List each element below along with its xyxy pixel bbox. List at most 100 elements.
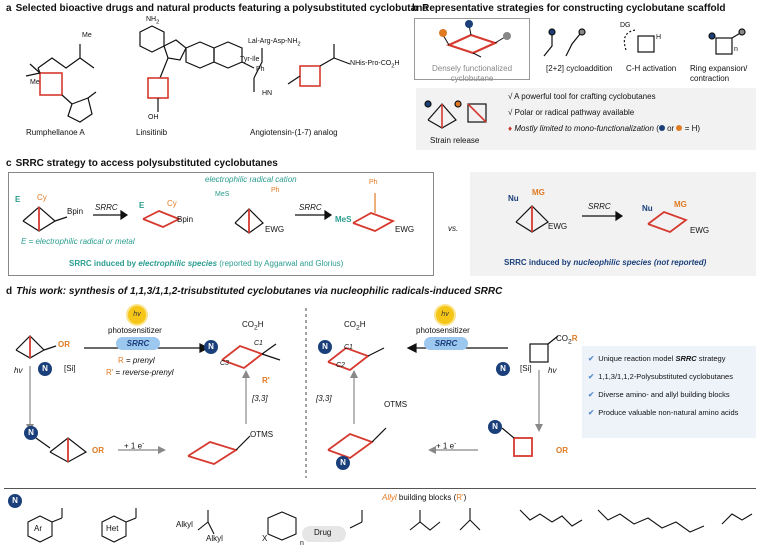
building-blocks-structures bbox=[27, 508, 753, 543]
compound-label-rumphellanoe: Rumphellanoe A bbox=[26, 128, 85, 137]
bpin-label: Bpin bbox=[67, 207, 84, 216]
si-label-right: [Si] bbox=[520, 364, 532, 373]
ewg-label-2: EWG bbox=[548, 222, 568, 231]
photosensitizer-label-1: photosensitizer bbox=[108, 326, 162, 335]
sigmatropic-label-right: [3,3] bbox=[316, 394, 332, 403]
target-scaffold-box: Densely functionalized cyclobutane bbox=[414, 18, 530, 83]
ester-r-left-2: OR bbox=[92, 446, 105, 455]
n-radical-icon-right: N bbox=[488, 420, 502, 434]
strategy-cycloaddition: [2+2] cycloaddition bbox=[546, 64, 613, 73]
ester-r-left: OR bbox=[58, 340, 71, 349]
otms-label-left: OTMS bbox=[250, 430, 274, 439]
mes-product-label: MeS bbox=[335, 215, 352, 224]
allyl-blocks-label: Allyl building blocks (R') bbox=[382, 493, 467, 502]
srrc-pill-1: SRRC bbox=[116, 337, 160, 350]
point-1: √ A powerful tool for crafting cyclobuta… bbox=[508, 92, 656, 101]
ph-label: Ph bbox=[256, 66, 265, 73]
ewg-product-label-2: EWG bbox=[690, 226, 710, 235]
c1-label-left: C1 bbox=[254, 340, 263, 347]
me-label-2: Me bbox=[82, 32, 92, 39]
si-label-left: [Si] bbox=[64, 364, 76, 373]
angiotensin-structure bbox=[253, 44, 351, 92]
r-definition: R = prenyl bbox=[118, 356, 155, 365]
radical-cation-label: electrophilic radical cation bbox=[205, 175, 297, 184]
bicyclobutane-icon bbox=[424, 100, 487, 129]
compound-label-angiotensin: Angiotensin-(1-7) analog bbox=[250, 128, 338, 137]
vs-label: vs. bbox=[448, 224, 459, 233]
light-icon-right: hv bbox=[436, 306, 454, 324]
n-product-icon-left: N bbox=[204, 340, 218, 354]
panel-a-structures bbox=[25, 25, 351, 123]
ester-r-right: OR bbox=[556, 446, 569, 455]
ewg-label-1: EWG bbox=[265, 225, 285, 234]
n-enolate-icon-right: N bbox=[336, 456, 350, 470]
n-subscript-label: n bbox=[734, 46, 738, 53]
oh-label: OH bbox=[148, 114, 159, 121]
strain-release-box: Strain release √ A powerful tool for cra… bbox=[416, 88, 756, 150]
srrc-pill-2: SRRC bbox=[424, 337, 468, 350]
dg-label: DG bbox=[620, 22, 631, 29]
n-reagent-icon-left: N bbox=[38, 362, 52, 376]
otms-label-right: OTMS bbox=[384, 400, 408, 409]
check-icon: ✔ bbox=[588, 372, 595, 381]
peptide-top: Lal-Arg-Asp-NH2 bbox=[248, 38, 301, 48]
feature-item: ✔Produce valuable non-natural amino acid… bbox=[588, 408, 739, 417]
strategy-ch-activation: C-H activation bbox=[626, 64, 677, 73]
compound-label-linsitinib: Linsitinib bbox=[136, 128, 168, 137]
ph-cation-label: Ph bbox=[271, 187, 280, 194]
n-product-icon-right: N bbox=[318, 340, 332, 354]
e-definition: E = electrophilic radical or metal bbox=[21, 237, 135, 246]
bpin-product-label: Bpin bbox=[177, 215, 194, 224]
mes-cation-label: MeS bbox=[215, 191, 230, 198]
strategy-ring-expansion: Ring expansion/ contraction bbox=[690, 64, 748, 83]
srrc-label-1: SRRC bbox=[95, 203, 118, 212]
features-box: ✔Unique reaction model SRRC strategy ✔1,… bbox=[582, 346, 756, 438]
amine-alkyl-1: Alkyl bbox=[176, 520, 193, 529]
e-label: E bbox=[15, 195, 21, 204]
n-reagent-icon-right: N bbox=[496, 362, 510, 376]
check-icon: ✔ bbox=[588, 408, 595, 417]
plus-e-left: + 1 e- bbox=[124, 440, 145, 451]
cy-product-label: Cy bbox=[167, 199, 177, 208]
strain-release-label: Strain release bbox=[430, 136, 480, 145]
light-icon: hv bbox=[128, 306, 146, 324]
check-icon: ✔ bbox=[588, 354, 595, 363]
amine-het: Het bbox=[106, 524, 119, 533]
hv-label-right: hv bbox=[548, 366, 557, 375]
hv-label-left: hv bbox=[14, 366, 23, 375]
cyclobutane-icon bbox=[439, 20, 511, 58]
electrophilic-caption: SRRC induced by electrophilic species (r… bbox=[69, 259, 344, 268]
nh2-label: NH2 bbox=[146, 16, 160, 26]
check-icon: ✔ bbox=[588, 390, 595, 399]
rumphellanoe-structure bbox=[25, 44, 97, 123]
cy-label: Cy bbox=[37, 193, 47, 202]
amine-ar: Ar bbox=[34, 524, 42, 533]
co2h-label-right: CO2H bbox=[344, 320, 366, 332]
photosensitizer-label-2: photosensitizer bbox=[416, 326, 470, 335]
plus-e-right: + 1 e- bbox=[436, 440, 457, 451]
me-label: Me bbox=[30, 79, 40, 86]
amine-drug: Drug bbox=[314, 528, 332, 537]
n-radical-icon-left: N bbox=[24, 426, 38, 440]
feature-item: ✔Diverse amino- and allyl building block… bbox=[588, 390, 730, 399]
n-building-block-icon: N bbox=[8, 494, 22, 508]
nucleophilic-caption: SRRC induced by nucleophilic species (no… bbox=[504, 258, 707, 267]
peptide-mid: Tyr-Ile bbox=[240, 56, 260, 63]
c2-label: C2 bbox=[336, 362, 345, 369]
r-prime-label: R' bbox=[262, 376, 270, 385]
dot-orange-icon bbox=[676, 125, 683, 131]
nucleophilic-srrc-box: Nu MG EWG SRRC Nu MG EWG SRRC induced by… bbox=[470, 172, 756, 276]
peptide-right: NHis-Pro-CO2H bbox=[350, 60, 400, 70]
mg-product-label: MG bbox=[674, 200, 687, 209]
co2h-label-left: CO2H bbox=[242, 320, 264, 332]
h-label: H bbox=[656, 34, 662, 41]
linsitinib-structure bbox=[139, 25, 255, 112]
co2r-label: CO2R bbox=[556, 334, 578, 346]
nu-product-label: Nu bbox=[642, 204, 653, 213]
strategy-icons bbox=[543, 28, 746, 57]
srrc-label-2: SRRC bbox=[299, 203, 322, 212]
feature-item: ✔1,1,3/1,1,2-Polysubstituted cyclobutane… bbox=[588, 372, 733, 381]
amine-n-subscript: n bbox=[300, 540, 304, 547]
divider bbox=[4, 488, 756, 489]
rp-definition: R' = reverse-prenyl bbox=[106, 368, 174, 377]
